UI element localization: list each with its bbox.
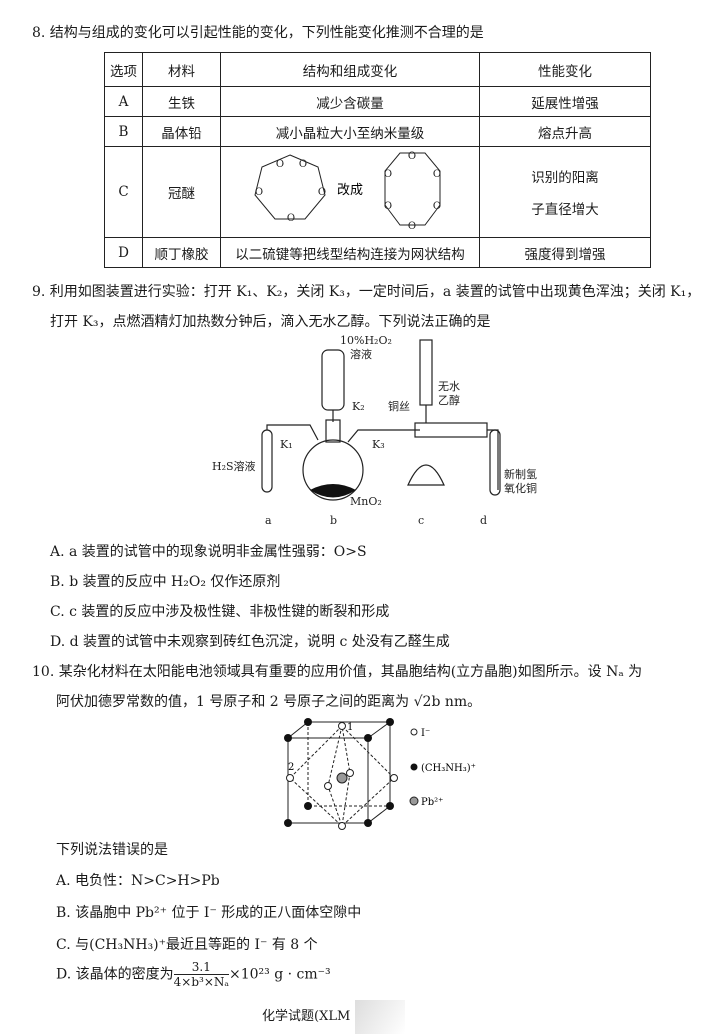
q10-option-b: B. 该晶胞中 Pb²⁺ 位于 I⁻ 形成的正八面体空隙中 (56, 905, 362, 921)
atom-2-label: 2 (288, 762, 294, 773)
page-curl-shadow (355, 1000, 405, 1034)
cuoh2-label: 新制氢 (504, 467, 537, 481)
cell: 减少含碳量 (220, 86, 480, 117)
legend-lead: Pb²⁺ (421, 797, 443, 808)
cell: 生铁 (142, 86, 221, 117)
cell: D (104, 237, 143, 268)
cell: B (104, 116, 143, 147)
q9-option-d: D. d 装置的试管中未观察到砖红色沉淀，说明 c 处没有乙醛生成 (50, 634, 450, 650)
cell: 顺丁橡胶 (142, 237, 221, 268)
q9-option-a: A. a 装置的试管中的现象说明非金属性强弱：O>S (50, 544, 367, 560)
cell: 晶体铅 (142, 116, 221, 147)
label-c: c (418, 514, 424, 527)
q9-option-b: B. b 装置的反应中 H₂O₂ 仅作还原剂 (50, 574, 281, 590)
solution-label: 溶液 (350, 347, 372, 361)
q9-stem-line2: 打开 K₃，点燃酒精灯加热数分钟后，滴入无水乙醇。下列说法正确的是 (50, 314, 491, 330)
cell: 延展性增强 (479, 86, 651, 117)
q10-stem-line1: 10. 某杂化材料在太阳能电池领域具有重要的应用价值，其晶胞结构(立方晶胞)如图… (32, 664, 643, 680)
o-atom: O (408, 221, 416, 232)
o-atom: O (433, 201, 441, 212)
cell: 减小晶粒大小至纳米量级 (220, 116, 480, 147)
k2-label: K₂ (352, 400, 365, 413)
cell: 强度得到增强 (479, 237, 651, 268)
table-header: 结构和组成变化 (220, 52, 480, 87)
denominator: 4×b³×Nₐ (173, 975, 230, 989)
legend-methylammonium: (CH₃NH₃)⁺ (421, 763, 476, 774)
numerator: 3.1 (173, 960, 230, 975)
q10-stem-line2: 阿伏加德罗常数的值，1 号原子和 2 号原子之间的距离为 √2b nm。 (56, 694, 482, 710)
option-d-suffix: ×10²³ g · cm⁻³ (229, 966, 331, 983)
o-atom: O (276, 159, 284, 170)
label-a: a (265, 514, 272, 527)
table-header: 材料 (142, 52, 221, 87)
legend-iodide: I⁻ (421, 728, 430, 739)
k1-label: K₁ (280, 438, 293, 451)
o-atom: O (255, 187, 263, 198)
q10-option-a: A. 电负性：N>C>H>Pb (56, 873, 220, 889)
o-atom: O (433, 169, 441, 180)
cell: 子直径增大 (531, 202, 599, 218)
option-d-prefix: D. 该晶体的密度为 (56, 966, 174, 983)
h2s-label: H₂S溶液 (212, 459, 256, 473)
atom-1-label: 1 (347, 722, 353, 733)
o-atom: O (384, 169, 392, 180)
q8-stem: 8. 结构与组成的变化可以引起性能的变化，下列性能变化推测不合理的是 (32, 25, 484, 41)
k3-label: K₃ (372, 438, 385, 451)
crown-ether-cell: O O O O O 改成 O O O O O O (220, 146, 480, 238)
cell: 以二硫键等把线型结构连接为网状结构 (220, 237, 480, 268)
o-atom: O (408, 151, 416, 162)
cell: 识别的阳离 (531, 170, 599, 186)
o-atom: O (299, 159, 307, 170)
apparatus-diagram: 10%H₂O₂ 溶液 K₂ K₁ K₃ H₂S溶液 MnO₂ 铜丝 无水 乙醇 … (212, 334, 537, 527)
o-atom: O (384, 201, 392, 212)
q10-option-c: C. 与(CH₃NH₃)⁺最近且等距的 I⁻ 有 8 个 (56, 937, 318, 953)
h2o2-label: 10%H₂O₂ (340, 334, 392, 347)
q10-prompt: 下列说法错误的是 (56, 842, 168, 858)
change-label: 改成 (337, 183, 363, 198)
cell: C (104, 146, 143, 238)
footer: 化学试题(XLM (262, 1009, 351, 1024)
ethanol-label: 乙醇 (438, 393, 460, 407)
label-d: d (480, 514, 487, 527)
o-atom: O (287, 213, 295, 224)
q9-stem-line1: 9. 利用如图装置进行实验：打开 K₁、K₂，关闭 K₃，一定时间后，a 装置的… (32, 284, 701, 300)
ethanol-label: 无水 (438, 380, 460, 393)
cell: A (104, 86, 143, 117)
label-b: b (330, 514, 337, 527)
cell: 熔点升高 (479, 116, 651, 147)
o-atom: O (318, 187, 326, 198)
copper-wire-label: 铜丝 (388, 399, 410, 413)
mno2-label: MnO₂ (350, 495, 382, 508)
crown-ether-structures: O O O O O 改成 O O O O O O (254, 151, 441, 232)
crystal-cell-diagram: 1 2 I⁻ (CH₃NH₃)⁺ Pb²⁺ (284, 718, 476, 830)
cell: 冠醚 (142, 146, 221, 238)
cuoh2-label: 氧化铜 (504, 481, 537, 495)
table-header: 性能变化 (479, 52, 651, 87)
table-header: 选项 (104, 52, 143, 87)
q9-option-c: C. c 装置的反应中涉及极性键、非极性键的断裂和形成 (50, 604, 390, 620)
